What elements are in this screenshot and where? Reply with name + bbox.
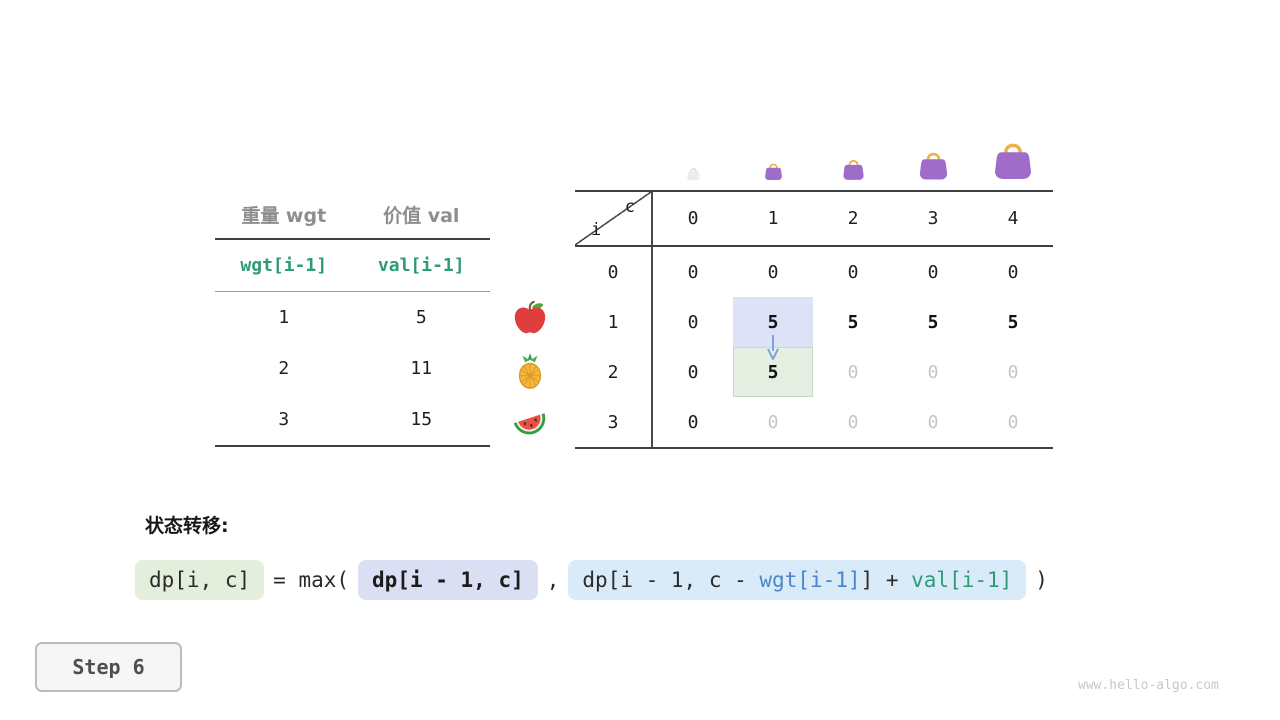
formula-arg2-wgt: wgt[i-1] <box>759 568 861 592</box>
dp-cell: 0 <box>687 361 699 383</box>
bag-icon <box>841 158 866 181</box>
bag-icon <box>917 150 950 181</box>
item-value: 15 <box>410 409 433 430</box>
formula-close-paren: ) <box>1035 568 1048 592</box>
dp-cell: 5 <box>1007 311 1019 333</box>
dp-col-header: 3 <box>927 208 939 229</box>
dp-corner-capacity-label: c <box>624 197 635 217</box>
item-row: 3 15 <box>215 394 490 445</box>
transition-formula: dp[i, c] = max( dp[i - 1, c] , dp[i - 1,… <box>135 560 1048 600</box>
formula-comma: , <box>546 568 560 592</box>
item-weight: 2 <box>278 358 290 379</box>
dp-cell: 0 <box>847 261 859 283</box>
formula-arg2: dp[i - 1, c - wgt[i-1]] + val[i-1] <box>568 560 1027 600</box>
item-row: 2 11 <box>215 343 490 394</box>
dp-cell: 0 <box>687 411 699 433</box>
dp-cell: 0 <box>1007 261 1019 283</box>
dp-row-header: 2 <box>575 347 653 397</box>
dp-cell: 0 <box>847 411 859 433</box>
apple-icon <box>511 299 549 337</box>
dp-cell: 0 <box>927 361 939 383</box>
dp-cell: 0 <box>927 261 939 283</box>
dp-corner-item-label: i <box>591 220 602 240</box>
dp-cell: 0 <box>687 261 699 283</box>
step-label: Step 6 <box>72 655 145 679</box>
dp-cell: 0 <box>767 261 779 283</box>
item-value: 11 <box>410 358 433 379</box>
transition-arrow-icon <box>766 334 780 360</box>
dp-row-header: 0 <box>575 247 653 297</box>
items-wgt-formula: wgt[i-1] <box>240 255 328 276</box>
dp-row: 3 0 0 0 0 0 <box>575 397 1053 447</box>
formula-arg2-val: val[i-1] <box>911 568 1013 592</box>
formula-arg2-mid: ] + <box>860 568 912 592</box>
dp-cell: 0 <box>1007 361 1019 383</box>
dp-col-header: 0 <box>687 208 699 229</box>
items-table-header: 重量 wgt 价值 val <box>215 190 490 240</box>
dp-cell: 0 <box>847 361 859 383</box>
item-weight: 1 <box>278 307 290 328</box>
dp-corner-cell: c i <box>575 192 653 245</box>
formula-lhs: dp[i, c] <box>135 560 265 600</box>
transition-label: 状态转移: <box>145 515 229 537</box>
dp-cell: 0 <box>687 311 699 333</box>
watermark: www.hello-algo.com <box>1078 678 1219 693</box>
items-col-value-header: 价值 val <box>383 204 460 227</box>
dp-col-header: 1 <box>767 208 779 229</box>
dp-col-header: 4 <box>1007 208 1019 229</box>
items-table-formula-row: wgt[i-1] val[i-1] <box>215 240 490 292</box>
item-weight: 3 <box>278 409 290 430</box>
dp-row: 0 0 0 0 0 0 <box>575 247 1053 297</box>
dp-cell: 0 <box>1007 411 1019 433</box>
dp-cell: 0 <box>927 411 939 433</box>
dp-row-header: 3 <box>575 397 653 447</box>
dp-cell: 5 <box>847 311 859 333</box>
formula-eq-max: = max( <box>273 568 350 592</box>
step-badge: Step 6 <box>35 642 182 692</box>
dp-row-header: 1 <box>575 297 653 347</box>
formula-arg2-prefix: dp[i - 1, c - <box>582 568 760 592</box>
pineapple-icon <box>511 352 549 390</box>
dp-header-row: c i 0 1 2 3 4 <box>575 192 1053 247</box>
watermelon-icon <box>511 402 549 440</box>
dp-col-header: 2 <box>847 208 859 229</box>
dp-row: 2 0 5 0 0 0 <box>575 347 1053 397</box>
bag-icon <box>763 162 784 181</box>
items-col-weight-header: 重量 wgt <box>241 204 327 227</box>
formula-arg1: dp[i - 1, c] <box>358 560 538 600</box>
bag-icon <box>991 140 1035 181</box>
dp-cell: 0 <box>767 411 779 433</box>
dp-col-headers: 0 1 2 3 4 <box>653 192 1053 245</box>
items-val-formula: val[i-1] <box>377 255 465 276</box>
item-value: 5 <box>415 307 427 328</box>
bag-icon <box>686 167 701 181</box>
dp-cell: 5 <box>733 347 813 397</box>
dp-cell: 5 <box>927 311 939 333</box>
